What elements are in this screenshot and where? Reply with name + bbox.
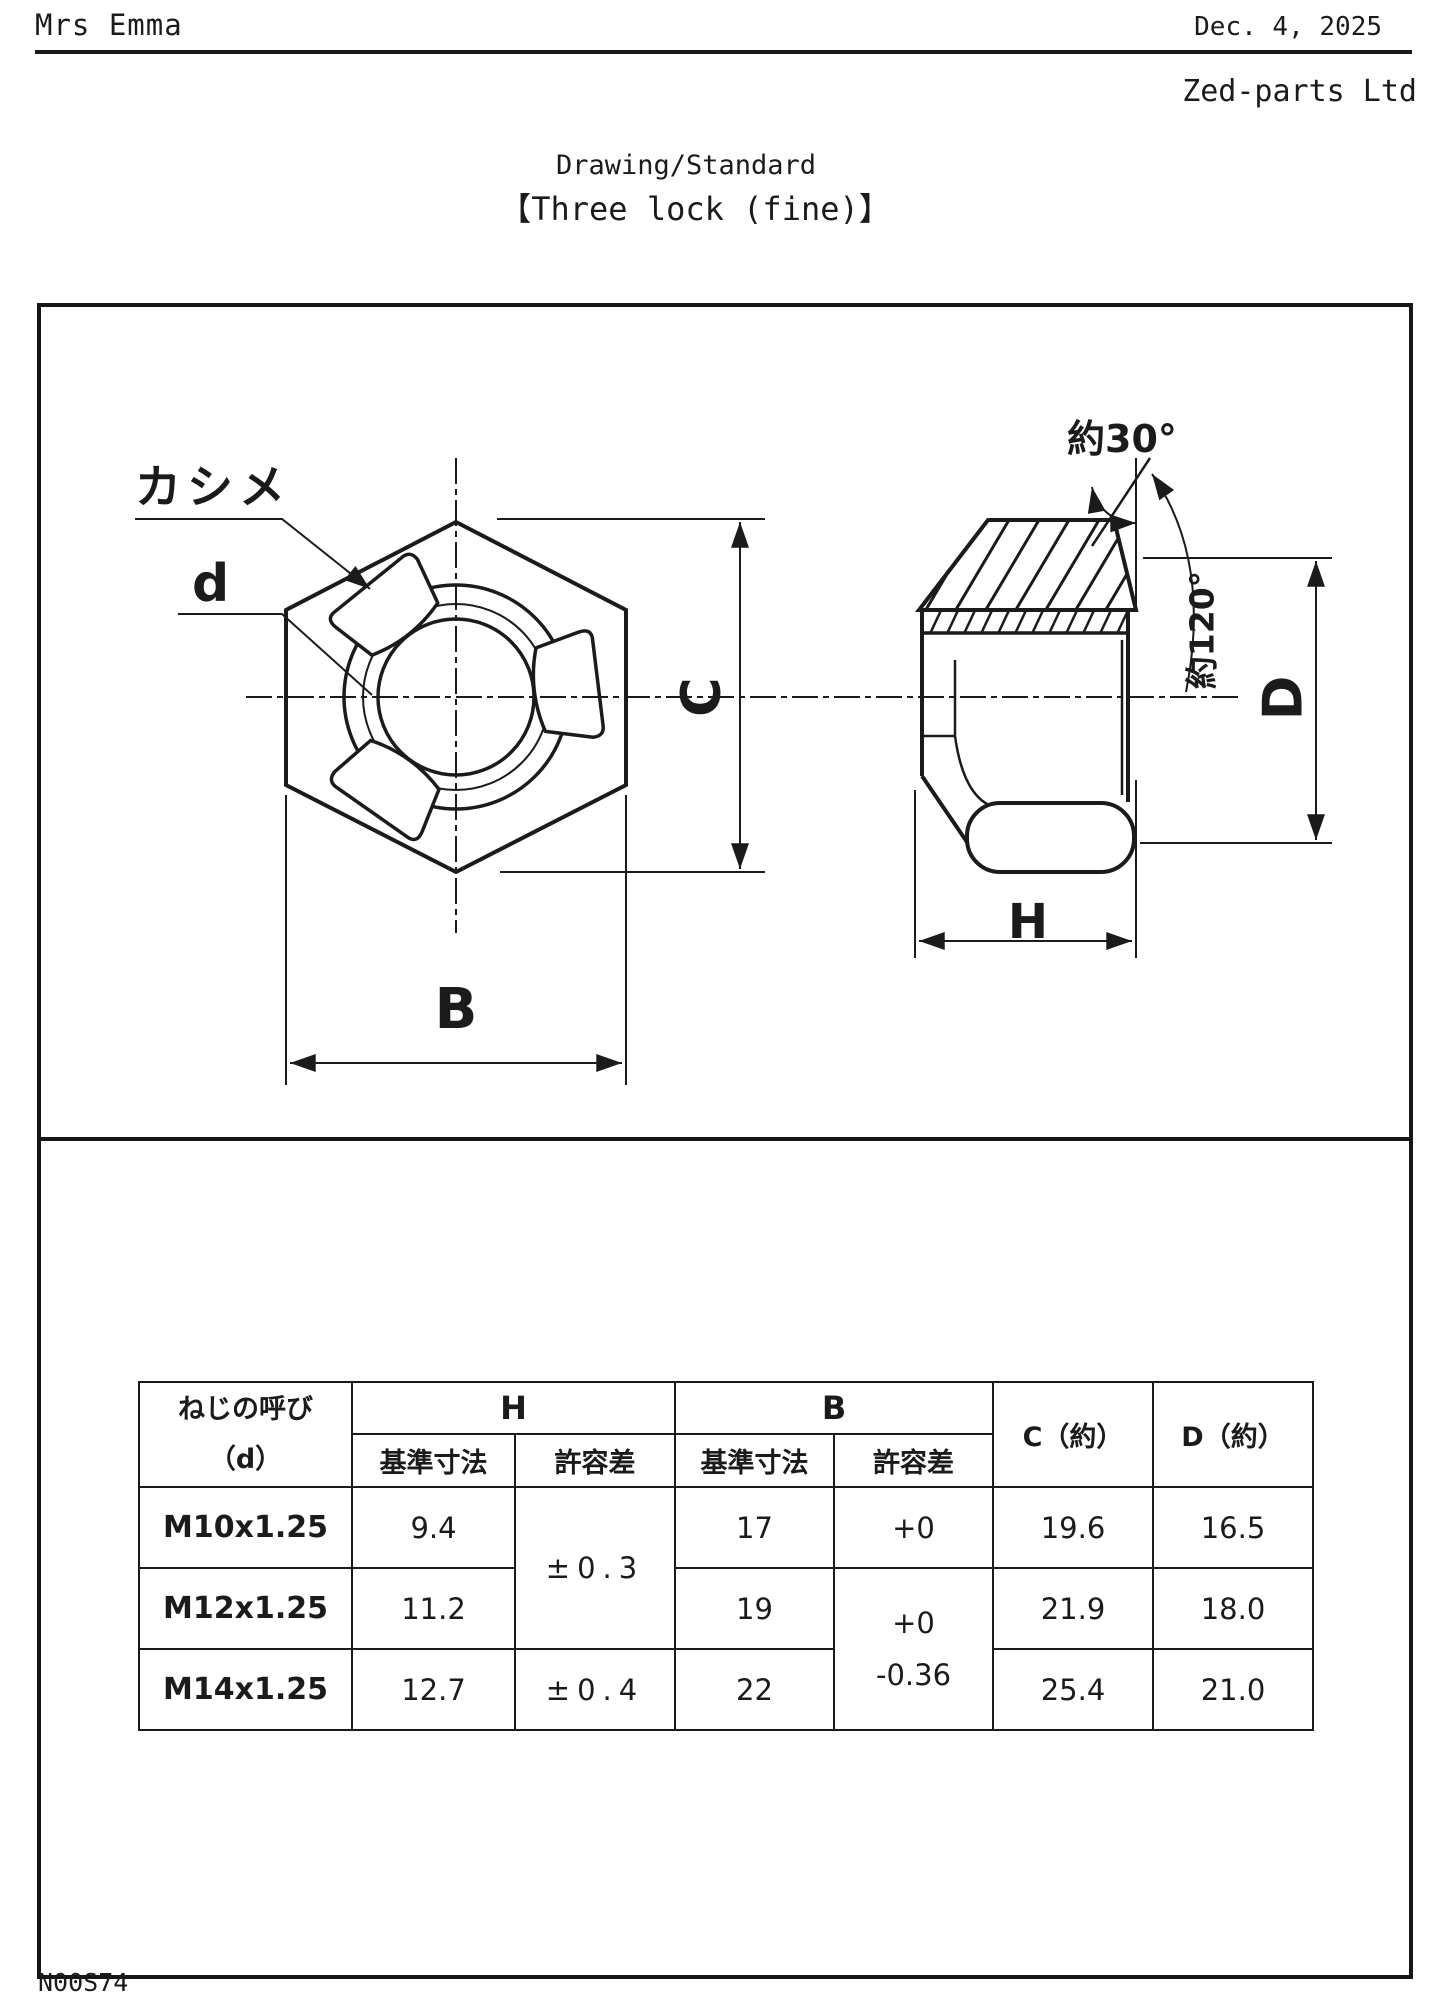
cell-b-tol-m10: +0 [832,1486,995,1569]
header-thread-size: ねじの呼び （d） [138,1381,353,1488]
cell-d-m12: 18.0 [1152,1567,1315,1650]
cell-b-tol-m12-m14: +0 -0.36 [832,1567,995,1731]
frame-divider [37,1137,1413,1141]
cell-b-std-m12: 19 [674,1567,835,1650]
cell-size-m10: M10x1.25 [138,1486,353,1569]
angle120-label: 約120° [1183,571,1222,689]
cell-c-m14: 25.4 [992,1648,1155,1731]
table-row-m12: M12x1.25 11.2 19 +0 -0.36 21.9 18.0 [138,1567,1315,1731]
drawing-labels: カシメ d C B H D 約30° 約120° [135,417,1315,1042]
document-subtitle: Drawing/Standard [555,150,817,181]
crimp-section-outline [914,518,1139,612]
cell-size-m14: M14x1.25 [138,1648,353,1731]
header-c-approx: C（約） [992,1381,1155,1488]
centerlines [246,458,1238,933]
bearing-face [965,801,1136,874]
angle120-arc [1151,473,1195,693]
document-code: N00S74 [38,1968,129,1997]
cell-h-std-m10: 9.4 [351,1486,516,1569]
crimp-leader-line [135,518,371,590]
crimp-label: カシメ [135,460,291,514]
thread-dia-label: d [192,554,229,614]
table-header-row-2: 基準寸法 許容差 基準寸法 許容差 [139,1433,1313,1488]
annotations [135,457,1332,1085]
header-h-standard: 基準寸法 [351,1433,516,1488]
drawing-frame [37,303,1413,1979]
header-b: B [673,1381,995,1435]
cell-size-m12: M12x1.25 [138,1567,353,1650]
header-h-tolerance: 許容差 [514,1433,676,1488]
thread-dia-leader-line [178,613,373,696]
cell-c-m10: 19.6 [992,1486,1155,1569]
angle30-label: 約30° [1067,417,1177,461]
angle30-cone-extension [1090,457,1152,547]
spec-table: ねじの呼び （d） H B C（約） D（約） 基準寸法 許容差 基準寸法 許容… [138,1381,1315,1731]
cell-b-tol-lower: -0.36 [875,1658,952,1692]
d-dim-label: D [1252,676,1315,721]
cell-b-tol-upper: +0 [892,1606,935,1640]
angle30-arc [1087,486,1137,533]
bottom-left-chamfer [920,774,971,847]
cell-c-m12: 21.9 [992,1567,1155,1650]
author-name: Mrs Emma [35,8,183,42]
header-rule [35,50,1412,54]
header-d-approx: D（約） [1152,1381,1315,1488]
side-view [914,518,1139,874]
nut-technical-drawing: カシメ d C B H D 約30° 約120° [135,417,1332,1085]
b-dim-label: B [435,977,478,1042]
document-date: Dec. 4, 2025 [1194,12,1382,42]
cell-h-std-m12: 11.2 [351,1567,516,1650]
cell-b-std-m14: 22 [674,1648,835,1731]
document-title: 【Three lock (fine)】 [499,190,891,228]
bore-profile-left [922,660,992,808]
cell-h-std-m14: 12.7 [351,1648,516,1731]
header-thread-size-line1: ねじの呼び [178,1393,313,1425]
header-b-tolerance: 許容差 [832,1433,995,1488]
c-dim-label: C [670,677,733,717]
cell-h-tol-m10-m12: ±0.3 [514,1486,676,1650]
cell-d-m14: 21.0 [1152,1648,1315,1731]
company-name: Zed-parts Ltd [1182,74,1417,109]
cell-b-std-m10: 17 [674,1486,835,1569]
table-header-row-1: ねじの呼び （d） H B C（約） D（約） [138,1381,1315,1488]
cell-h-tol-m14: ±0.4 [514,1648,676,1731]
table-row-m14: M14x1.25 12.7 ±0.4 22 25.4 21.0 [138,1648,1315,1731]
h-dim-label: H [1008,894,1048,950]
cell-d-m10: 16.5 [1152,1486,1315,1569]
header-b-standard: 基準寸法 [674,1433,835,1488]
table-row-m10: M10x1.25 9.4 ±0.3 17 +0 19.6 16.5 [138,1486,1315,1650]
crimp-tabs [328,552,605,842]
header-h: H [351,1381,676,1435]
header-thread-size-line2: （d） [208,1443,283,1475]
